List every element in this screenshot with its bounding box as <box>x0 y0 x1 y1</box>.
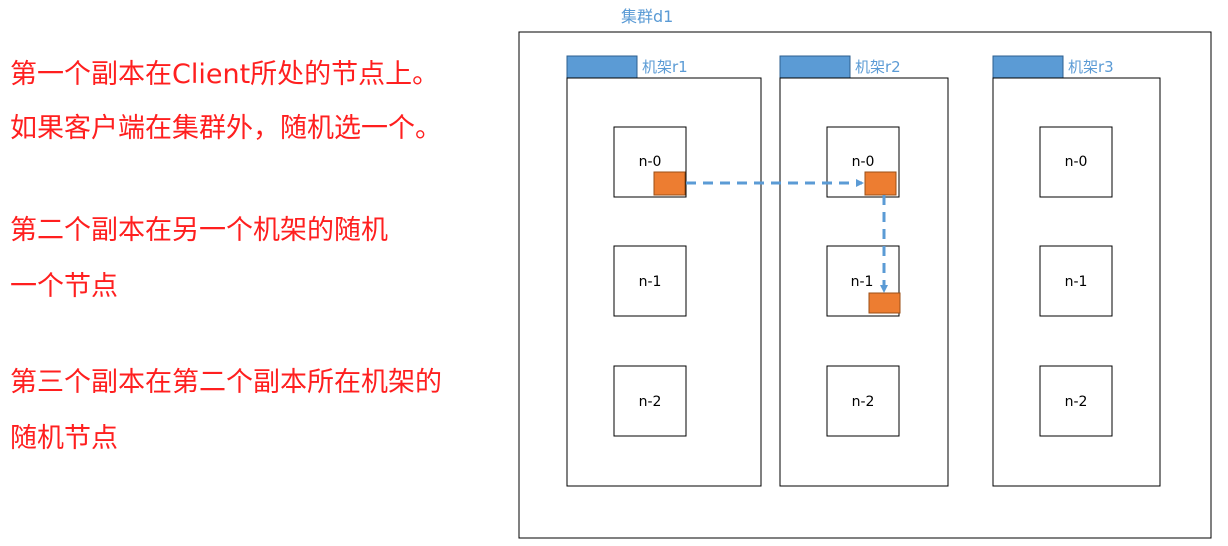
rack-r1: 机架r1 n-0 n-1 n-2 <box>566 55 762 487</box>
node-box <box>1039 126 1113 198</box>
rule-line: 一个节点 <box>10 271 118 302</box>
rule-line: 随机节点 <box>10 423 118 454</box>
rack-label: 机架r1 <box>642 58 688 76</box>
node-n-1: n-1 <box>613 245 687 317</box>
replica-block-second <box>864 171 897 196</box>
node-n-0: n-0 <box>613 126 687 198</box>
rule-second-replica: 第二个副本在另一个机架的随机 一个节点 <box>10 216 388 302</box>
node-n-0: n-0 <box>826 126 900 198</box>
node-box <box>613 365 687 437</box>
node-label: n-0 <box>1065 154 1088 170</box>
node-label: n-0 <box>639 154 662 170</box>
node-n-1: n-1 <box>1039 245 1113 317</box>
node-n-0: n-0 <box>1039 126 1113 198</box>
cluster-label: 集群d1 <box>621 7 673 26</box>
node-label: n-1 <box>639 274 662 290</box>
replica-block-third <box>868 292 901 314</box>
rule-first-replica: 第一个副本在Client所处的节点上。 如果客户端在集群外，随机选一个。 <box>10 60 442 144</box>
node-box <box>826 365 900 437</box>
node-label: n-1 <box>1065 274 1088 290</box>
rule-line: 第二个副本在另一个机架的随机 <box>10 215 388 246</box>
node-n-2: n-2 <box>1039 365 1113 437</box>
node-n-1: n-1 <box>826 245 901 317</box>
rack-r3: 机架r3 n-0 n-1 n-2 <box>992 55 1161 487</box>
node-box <box>1039 245 1113 317</box>
node-box <box>1039 365 1113 437</box>
node-label: n-0 <box>852 154 875 170</box>
node-box <box>613 245 687 317</box>
rule-line: 第三个副本在第二个副本所在机架的 <box>10 367 442 398</box>
node-label: n-2 <box>852 394 875 410</box>
node-label: n-2 <box>639 394 662 410</box>
rack-box <box>779 77 949 487</box>
rack-label: 机架r2 <box>855 58 901 76</box>
node-label: n-1 <box>851 274 874 290</box>
rack-box <box>566 77 762 487</box>
replica-block-first <box>653 171 686 196</box>
node-n-2: n-2 <box>826 365 900 437</box>
node-n-2: n-2 <box>613 365 687 437</box>
rack-box <box>992 77 1161 487</box>
rule-line: 如果客户端在集群外，随机选一个。 <box>10 113 442 144</box>
cluster-box <box>518 31 1212 539</box>
rack-tab <box>992 55 1064 79</box>
rack-tab <box>566 55 638 79</box>
node-label: n-2 <box>1065 394 1088 410</box>
rule-line: 第一个副本在Client所处的节点上。 <box>10 59 440 90</box>
rack-label: 机架r3 <box>1068 58 1114 76</box>
rule-third-replica: 第三个副本在第二个副本所在机架的 随机节点 <box>10 368 442 454</box>
rack-tab <box>779 55 851 79</box>
rack-r2: 机架r2 n-0 n-1 n-2 <box>779 55 949 487</box>
